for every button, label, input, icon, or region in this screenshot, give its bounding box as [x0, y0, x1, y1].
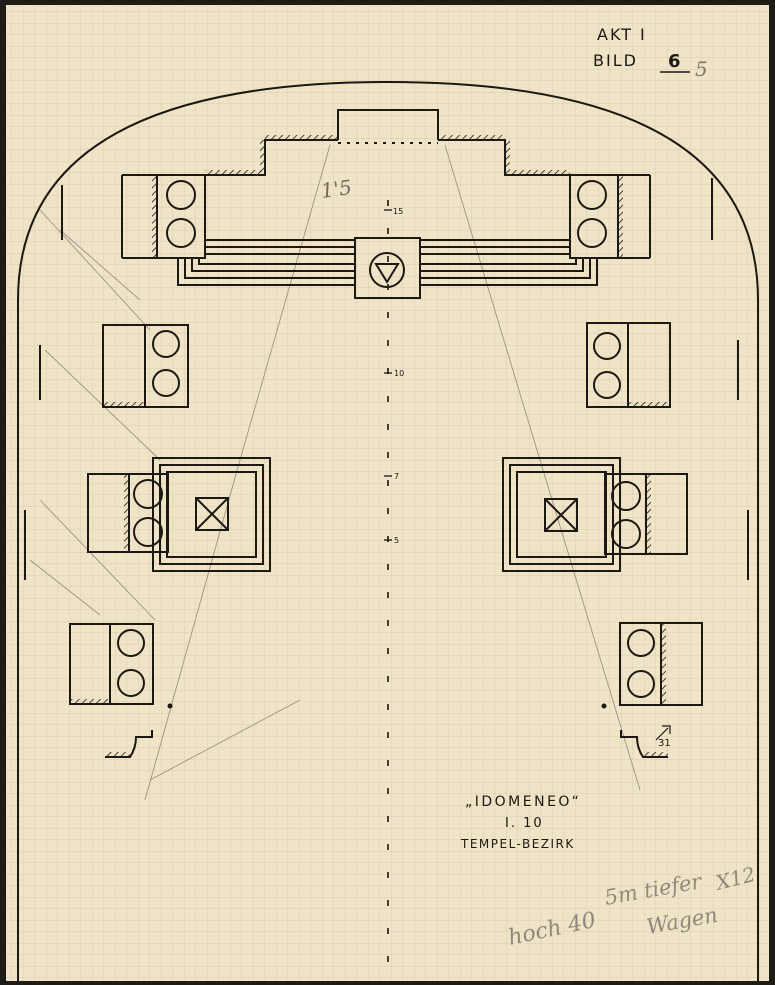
right-module-lower [619, 622, 703, 706]
left-module-mid [87, 457, 271, 572]
axis-mark-10: 10 [394, 369, 404, 378]
bild-prefix: BILD [593, 51, 638, 70]
axis-ticks [384, 209, 392, 541]
act-label: AKT I [597, 25, 647, 44]
pencil-top-mark: 1'5 [319, 175, 353, 203]
axis-mark-7: 7 [394, 472, 399, 481]
wing-marks [24, 178, 749, 580]
right-module-upper [586, 322, 671, 408]
scene-number: I. 10 [505, 816, 544, 831]
axis-mark-15: 15 [393, 207, 403, 216]
left-module-lower [69, 623, 154, 705]
left-module-upper [102, 324, 189, 408]
bild-number: 6 [668, 51, 681, 72]
pencil-sightlines [29, 144, 641, 801]
bild-pencil-number: 5 [695, 57, 708, 81]
axis-mark-5: 5 [394, 536, 399, 545]
temple-structure [121, 109, 651, 299]
corner-mark-text: 31 [658, 738, 671, 749]
location-title: TEMPEL-BEZIRK [460, 837, 575, 851]
right-module-mid [502, 457, 688, 572]
left-corner-piece [105, 703, 173, 758]
stage-outline [17, 80, 759, 985]
grid [6, 5, 769, 981]
right-corner-piece [601, 703, 671, 758]
opera-title: „IDOMENEO“ [465, 794, 581, 810]
